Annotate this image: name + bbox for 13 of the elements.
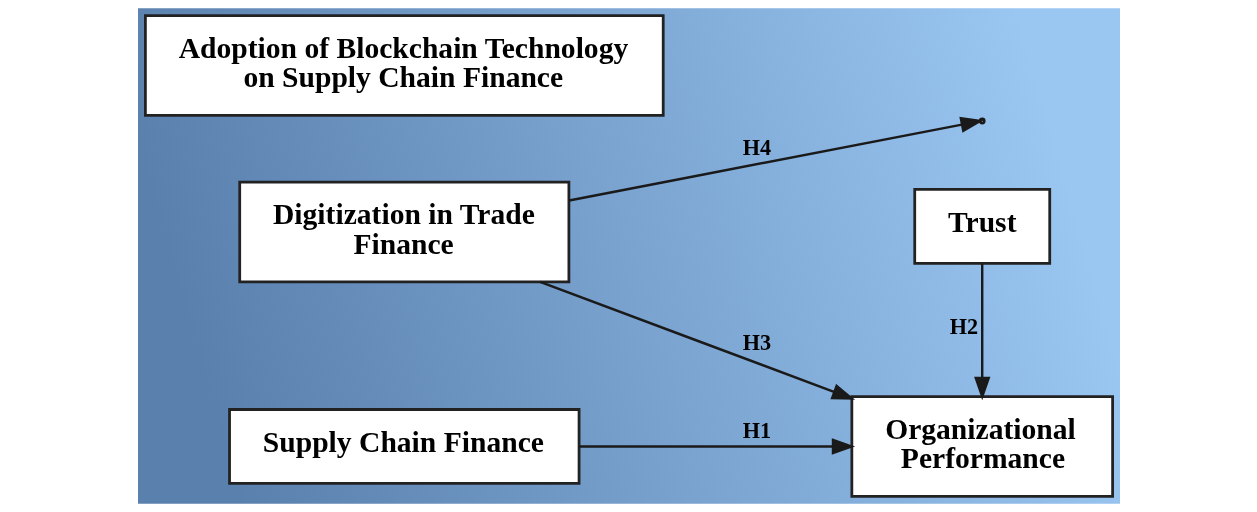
edge-label: H4 [742,135,771,161]
arrow [578,438,855,455]
node-box: Trust [912,188,1051,265]
arrow [539,280,855,400]
node-box: Adoption of Blockchain Technology on Supply Chain Finance [143,14,665,117]
edge-label: H3 [742,329,771,355]
arrow [568,116,984,202]
node-box: Digitization in Trade Finance [237,180,570,284]
node-box: Supply Chain Finance [227,408,580,485]
edge-label: H2 [949,313,978,339]
arrow [973,263,990,401]
node-box: Organizational Performance [849,395,1114,498]
edge-label: H1 [742,418,771,444]
